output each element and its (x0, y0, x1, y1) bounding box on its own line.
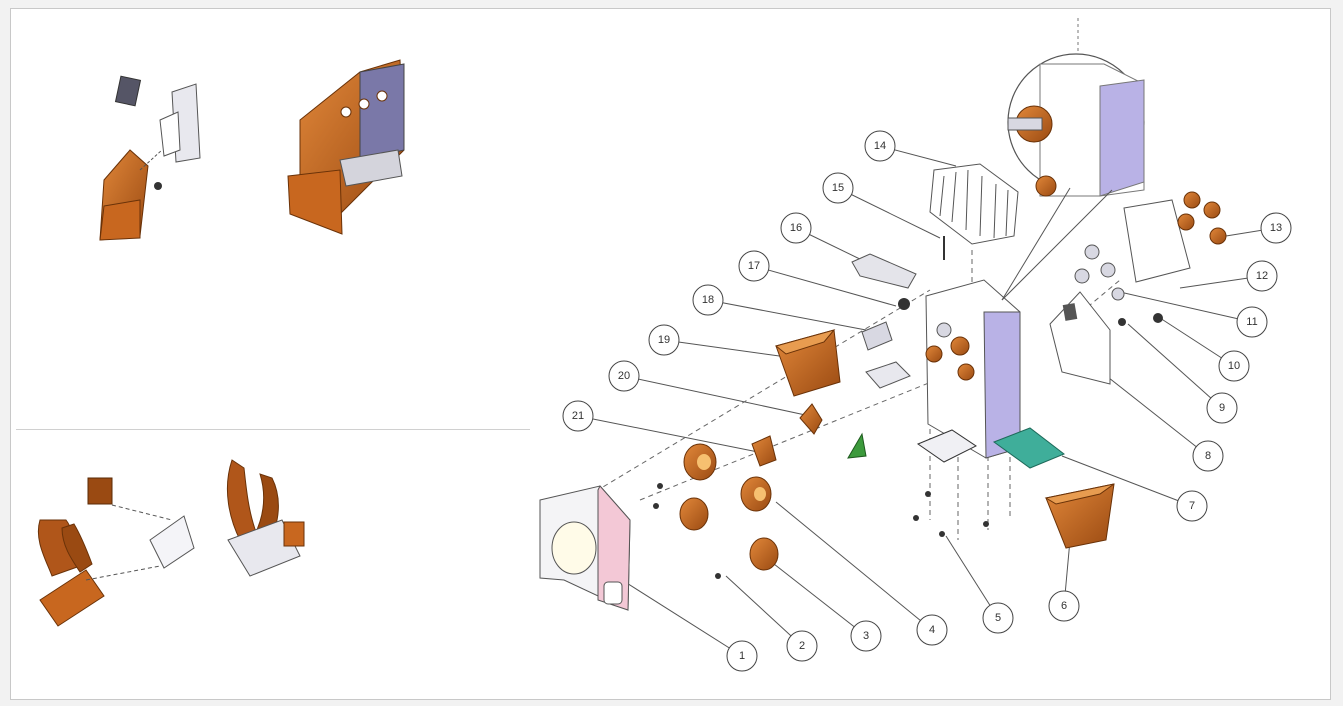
callout-number: 20 (618, 370, 630, 382)
callout-circle (1260, 212, 1292, 244)
detail-bracket-assembly-exploded (99, 75, 201, 241)
callout-20: 20 (608, 360, 640, 392)
callout-18: 18 (692, 284, 724, 316)
callout-number: 15 (832, 182, 844, 194)
callout-circle (1236, 306, 1268, 338)
callout-circle (786, 630, 818, 662)
callout-6: 6 (1048, 590, 1080, 622)
callout-14: 14 (864, 130, 896, 162)
callout-number: 16 (790, 222, 802, 234)
callout-circle (864, 130, 896, 162)
callout-number: 4 (929, 624, 935, 636)
detail-tray-bracket-assembled (226, 459, 305, 577)
callout-9: 9 (1206, 392, 1238, 424)
callout-2: 2 (786, 630, 818, 662)
callout-number: 11 (1246, 316, 1257, 328)
callout-number: 6 (1061, 600, 1067, 612)
callout-circle (738, 250, 770, 282)
callout-13: 13 (1260, 212, 1292, 244)
callout-circle (780, 212, 812, 244)
part-14-wire-basket (929, 163, 1019, 245)
callout-15: 15 (822, 172, 854, 204)
callout-circle (1246, 260, 1278, 292)
part-5-bottom-plate (913, 429, 989, 537)
callout-number: 9 (1219, 402, 1225, 414)
callout-circle (648, 324, 680, 356)
magnified-detail (1001, 18, 1145, 301)
callout-10: 10 (1218, 350, 1250, 382)
callout-11: 11 (1236, 306, 1268, 338)
callout-number: 19 (658, 334, 670, 346)
part-8-side-panel (1049, 291, 1111, 385)
callout-circle (850, 620, 882, 652)
callout-number: 13 (1270, 222, 1282, 234)
callout-circle (982, 602, 1014, 634)
callout-4: 4 (916, 614, 948, 646)
callout-21: 21 (562, 400, 594, 432)
callout-number: 3 (863, 630, 869, 642)
callout-3: 3 (850, 620, 882, 652)
callout-circle (1192, 440, 1224, 472)
part-19-copper-box (774, 329, 911, 397)
callout-number: 14 (874, 140, 886, 152)
detail-housing-assembled (287, 59, 405, 235)
callout-number: 5 (995, 612, 1001, 624)
panel-divider (16, 429, 530, 430)
detail-tray-bracket-exploded (38, 477, 195, 627)
callout-circle (726, 640, 758, 672)
callout-number: 17 (748, 260, 760, 272)
callout-circle (1218, 350, 1250, 382)
callout-12: 12 (1246, 260, 1278, 292)
callout-5: 5 (982, 602, 1014, 634)
callout-number: 18 (702, 294, 714, 306)
callout-1: 1 (726, 640, 758, 672)
callout-7: 7 (1176, 490, 1208, 522)
part-6-tray (1044, 483, 1115, 549)
part-fittings (653, 443, 779, 579)
callout-circle (692, 284, 724, 316)
callout-number: 10 (1228, 360, 1240, 372)
callout-circle (1206, 392, 1238, 424)
callout-number: 12 (1256, 270, 1268, 282)
callout-16: 16 (780, 212, 812, 244)
part-13-copper-nuts (1177, 191, 1227, 245)
callout-circle (562, 400, 594, 432)
callout-circle (916, 614, 948, 646)
callout-number: 8 (1205, 450, 1211, 462)
callout-number: 1 (739, 650, 745, 662)
callout-circle (822, 172, 854, 204)
part-7-teal-bar (992, 427, 1065, 469)
callout-19: 19 (648, 324, 680, 356)
callout-circle (1176, 490, 1208, 522)
part-20-21-brackets (751, 403, 867, 467)
part-main-enclosure (925, 279, 1021, 459)
callout-17: 17 (738, 250, 770, 282)
assembly-dashed-lines (587, 250, 1121, 540)
part-15-18-misc (851, 236, 945, 351)
callout-number: 7 (1189, 500, 1195, 512)
callout-circle (608, 360, 640, 392)
callout-number: 2 (799, 640, 805, 652)
part-12-flange-plate (1074, 199, 1191, 284)
part-1-front-cover (539, 485, 631, 611)
part-9-10-11-small-parts (1111, 287, 1163, 326)
callout-circle (1048, 590, 1080, 622)
callout-8: 8 (1192, 440, 1224, 472)
callout-number: 21 (572, 410, 584, 422)
